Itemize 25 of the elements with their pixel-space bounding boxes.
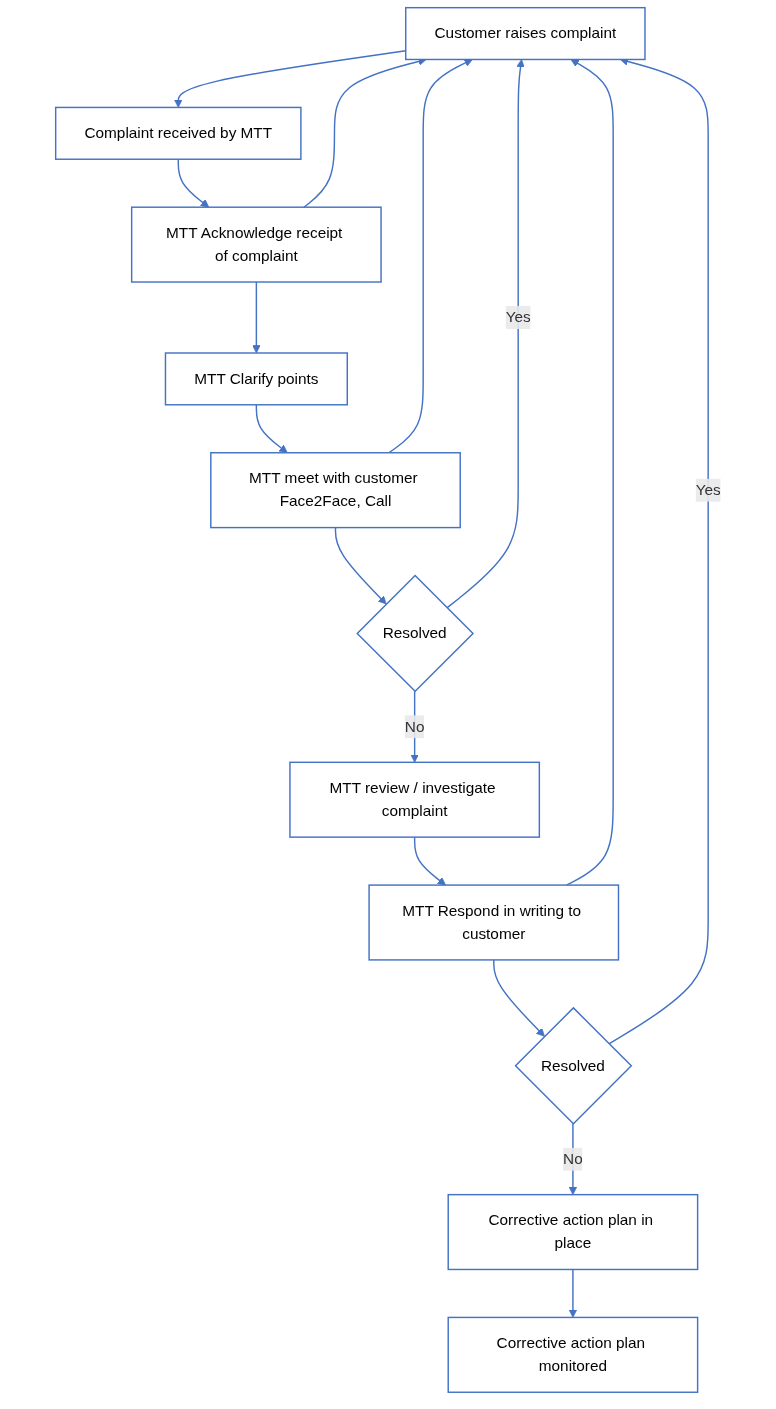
node-diamond: Resolved: [356, 574, 474, 693]
node-diamond: Resolved: [514, 1006, 633, 1125]
edge-label: No: [562, 1150, 583, 1167]
node-box: Complaint received by MTT: [54, 106, 302, 160]
arrow: [446, 59, 525, 609]
arrow: [492, 959, 545, 1037]
node-box: MTT Respond in writing to customer: [368, 884, 619, 961]
arrow: [177, 158, 209, 208]
arrow: [565, 59, 614, 886]
arrow: [251, 281, 261, 354]
arrow: [413, 836, 446, 886]
node-box: MTT Clarify points: [164, 352, 348, 406]
edge-label: No: [404, 718, 425, 735]
node-box: MTT Acknowledge receipt of complaint: [130, 206, 382, 283]
arrow: [388, 59, 473, 454]
node-box: MTT review / investigate complaint: [289, 761, 540, 838]
edge-label: Yes: [695, 481, 721, 498]
node-box: Customer raises complaint: [404, 6, 646, 61]
arrow: [334, 526, 387, 605]
edge-label: Yes: [505, 308, 531, 326]
node-box: Corrective action plan monitored: [447, 1316, 699, 1393]
arrow: [568, 1268, 577, 1318]
node-box: MTT meet with customer Face2Face, Call: [209, 452, 461, 529]
arrow: [255, 404, 288, 454]
node-box: Corrective action plan in place: [447, 1193, 699, 1271]
